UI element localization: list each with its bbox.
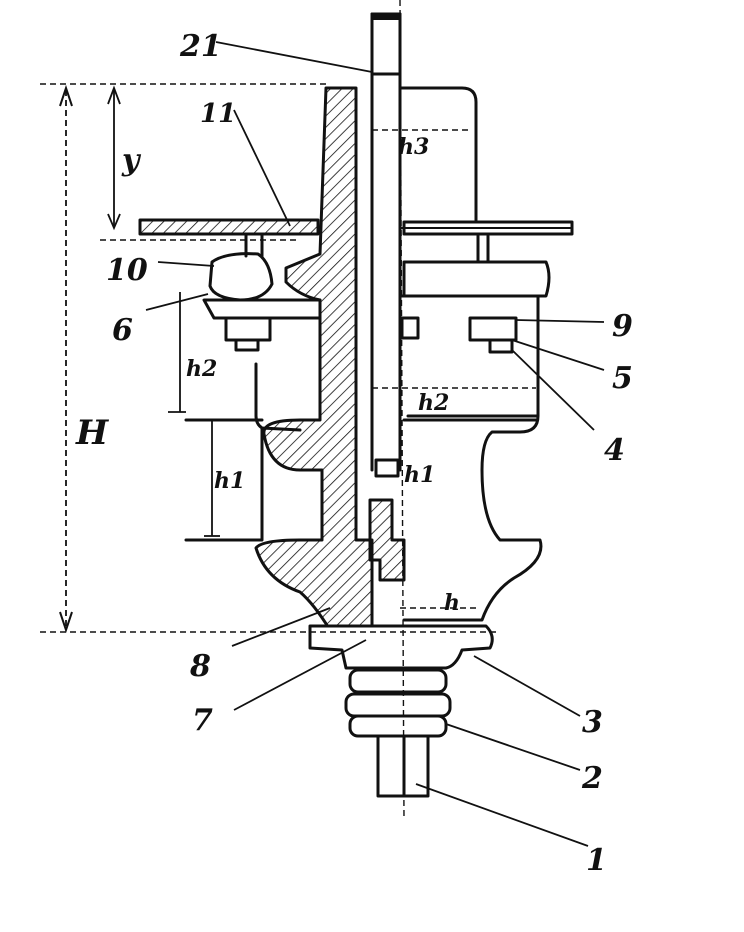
central-rod [370, 12, 402, 472]
base-assembly [308, 624, 494, 798]
leader-10 [157, 261, 215, 267]
centre-line [399, 0, 405, 821]
leader-21 [215, 41, 373, 73]
label-9: 9 [612, 309, 633, 344]
label-h-base: h [444, 590, 460, 616]
label-11: 11 [200, 99, 236, 129]
upper-housing [398, 86, 478, 222]
right-clamp [400, 234, 551, 354]
label-1: 1 [586, 843, 607, 878]
insulator-left-profile [184, 362, 302, 542]
label-8: 8 [189, 649, 211, 684]
label-4: 4 [604, 433, 625, 468]
label-y: y [121, 143, 142, 178]
label-6: 6 [112, 313, 133, 348]
label-21: 21 [179, 29, 222, 64]
leader-1 [415, 783, 589, 847]
label-7: 7 [192, 703, 213, 738]
leader-5 [511, 339, 605, 371]
leader-7 [233, 639, 367, 711]
label-H: H [75, 413, 110, 453]
left-clamp [202, 232, 322, 352]
label-h3: h3 [398, 134, 429, 160]
leader-11 [233, 109, 291, 227]
insulator-body-section [254, 86, 374, 632]
leader-9 [515, 319, 605, 323]
inner-sleeve [368, 498, 406, 582]
leader-2 [445, 723, 581, 771]
label-h2-left: h2 [186, 356, 217, 382]
label-5: 5 [612, 361, 633, 396]
label-h1-right: h1 [404, 462, 435, 488]
label-10: 10 [106, 253, 148, 288]
mounting-plate [138, 218, 574, 236]
insulator-right-profile [398, 294, 543, 622]
leader-6 [145, 293, 209, 311]
leader-8 [231, 607, 331, 647]
leader-4 [511, 349, 595, 431]
leader-3 [473, 655, 581, 717]
label-h2-right: h2 [418, 390, 449, 416]
label-h1-left: h1 [214, 468, 245, 494]
label-2: 2 [581, 761, 603, 796]
label-3: 3 [582, 705, 603, 740]
